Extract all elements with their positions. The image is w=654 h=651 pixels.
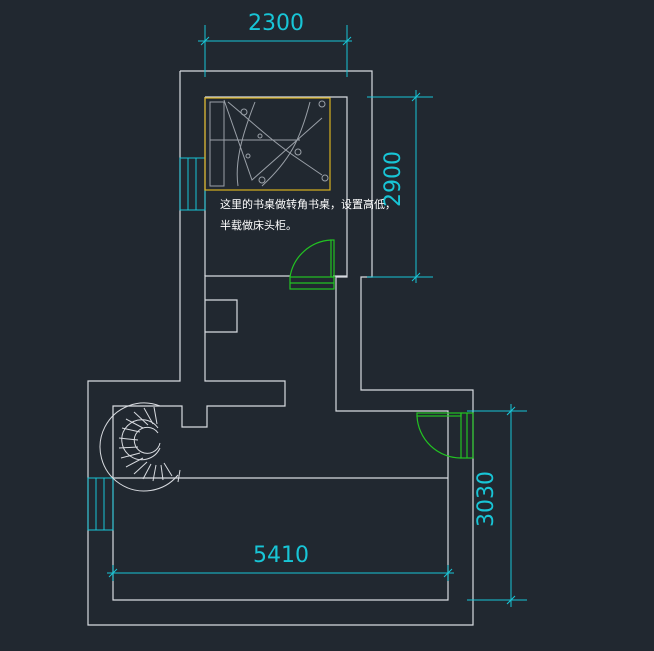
bed-cover [210,99,329,187]
dimension-top [198,25,352,77]
window-left-upper [179,157,206,211]
door-upper [289,239,335,290]
annotation-line-2: 半载做床头柜。 [220,218,297,232]
upper-inner-wall [112,96,449,601]
bed-pillow [209,101,225,187]
door-lower [416,412,474,459]
dimension-bottom-label: 5410 [253,543,309,568]
dimension-top-label: 2300 [248,11,304,36]
window-left-lower [87,477,114,531]
outer-wall [87,70,474,626]
dimension-right-upper [367,90,433,283]
dimension-right-lower [467,404,527,607]
spiral-staircase [99,402,181,492]
annotation-line-1: 这里的书桌做转角书桌，设置高低， [220,197,396,211]
dimension-right-lower-label: 3030 [474,471,499,527]
dimension-bottom [107,565,454,581]
bed-frame [204,97,331,191]
bed [204,97,331,191]
dimension-right-upper-label: 2900 [381,151,406,207]
